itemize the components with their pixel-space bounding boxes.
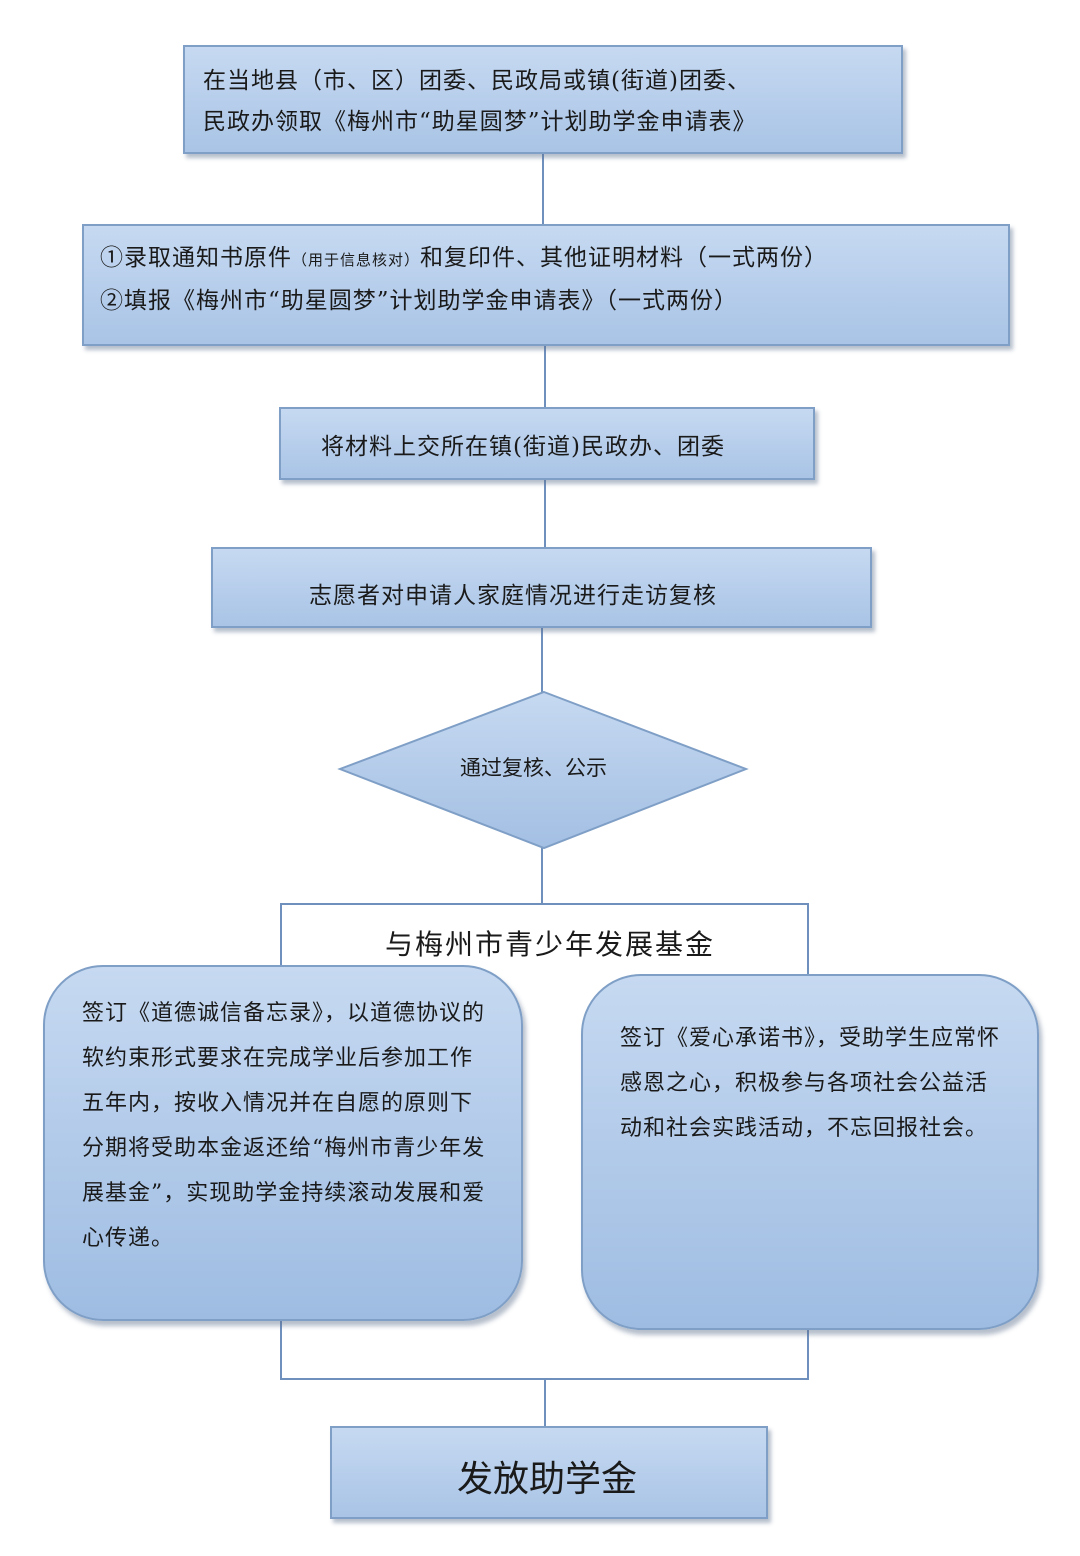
merge-left-rise: [280, 1320, 282, 1380]
step-1-box: 在当地县（市、区）团委、民政局或镇(街道)团委、 民政办领取《梅州市“助星圆梦”…: [183, 45, 903, 154]
step-4-box: 志愿者对申请人家庭情况进行走访复核: [211, 547, 872, 628]
step-2-line-1-main: ①录取通知书原件: [100, 245, 292, 271]
connector-3-4: [544, 480, 546, 548]
step-2-line-1-note: （用于信息核对）: [292, 251, 421, 269]
step-1-line-1: 在当地县（市、区）团委、民政局或镇(街道)团委、: [203, 68, 751, 94]
left-card: [43, 965, 523, 1321]
decision-diamond: [337, 690, 749, 850]
left-card-text: 签订《道德诚信备忘录》，以道德协议的软约束形式要求在完成学业后参加工作五年内，按…: [82, 1001, 486, 1251]
step-3-box: 将材料上交所在镇(街道)民政办、团委: [279, 407, 815, 480]
merge-right-rise: [807, 1330, 809, 1380]
step-1-line-2: 民政办领取《梅州市“助星圆梦”计划助学金申请表》: [203, 109, 757, 135]
connector-2-3: [544, 346, 546, 408]
step-2-line-1: ①录取通知书原件（用于信息核对）和复印件、其他证明材料（一式两份）: [100, 238, 828, 272]
connector-1-2: [542, 152, 544, 226]
connector-merge-final: [544, 1378, 546, 1428]
step-3-text: 将材料上交所在镇(街道)民政办、团委: [321, 434, 725, 460]
final-text: 发放助学金: [457, 1459, 638, 1500]
branch-right-drop: [807, 903, 809, 975]
connector-decision-branch: [541, 848, 543, 904]
connector-4-decision: [541, 628, 543, 692]
branch-left-drop: [280, 903, 282, 965]
decision-text: 通过复核、公示: [460, 756, 607, 780]
final-box: 发放助学金: [330, 1426, 768, 1519]
right-card: [581, 974, 1039, 1330]
right-card-text: 签订《爱心承诺书》，受助学生应常怀感恩之心，积极参与各项社会公益活动和社会实践活…: [620, 1026, 1001, 1141]
branch-top-line: [280, 903, 809, 905]
step-2-line-2: ②填报《梅州市“助星圆梦”计划助学金申请表》（一式两份）: [100, 288, 739, 314]
step-4-text: 志愿者对申请人家庭情况进行走访复核: [309, 583, 717, 609]
step-2-line-1-rest: 和复印件、其他证明材料（一式两份）: [420, 245, 829, 271]
branch-label: 与梅州市青少年发展基金: [385, 928, 716, 961]
step-2-box: ①录取通知书原件（用于信息核对）和复印件、其他证明材料（一式两份） ②填报《梅州…: [82, 224, 1010, 346]
